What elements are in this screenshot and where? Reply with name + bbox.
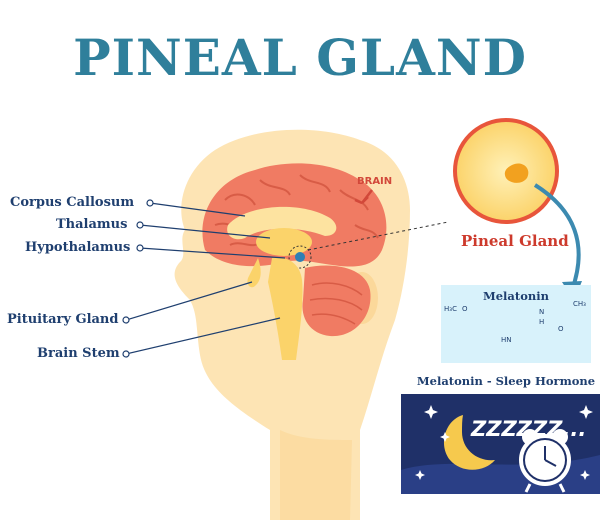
pineal-spot-ring — [288, 245, 312, 269]
label-brain-stem: Brain Stem — [37, 346, 120, 361]
atom-nh-amide: H — [539, 318, 545, 326]
pineal-gland-label: Pineal Gland — [461, 232, 569, 250]
moon-icon — [444, 415, 495, 470]
atom-carbonyl-o: O — [558, 325, 564, 333]
pineal-shape — [504, 163, 529, 183]
label-pituitary-gland: Pituitary Gland — [7, 312, 119, 327]
corpus-callosum — [227, 206, 337, 240]
melatonin-box: Melatonin H₃C O H N O CH₃ HN — [441, 285, 591, 363]
brain-arrow — [354, 189, 373, 205]
curved-arrow — [533, 183, 581, 291]
label-corpus-callosum: Corpus Callosum — [10, 195, 135, 210]
atom-methyl: H₃C — [444, 305, 457, 313]
label-hypothalamus: Hypothalamus — [25, 240, 131, 255]
label-thalamus: Thalamus — [56, 217, 128, 232]
leader-lines — [122, 199, 286, 358]
atom-methyl-2: CH₃ — [573, 300, 586, 308]
atom-hn-indole: HN — [501, 336, 512, 344]
neck-shadow — [280, 430, 352, 520]
atom-n-amide: N — [539, 308, 545, 316]
melatonin-title: Melatonin — [483, 289, 549, 303]
alarm-clock-icon — [519, 429, 571, 493]
cerebellum-folds — [309, 282, 363, 325]
thalamus — [256, 228, 312, 256]
brain-stem — [268, 257, 303, 360]
zzz-text: ZZZZZZ... — [471, 417, 587, 441]
page-title: PINEAL GLAND — [73, 28, 527, 87]
pineal-spot — [295, 252, 305, 262]
pituitary-gland — [247, 258, 261, 288]
star-icons — [415, 405, 593, 480]
sleep-hormone-title: Melatonin - Sleep Hormone — [416, 374, 596, 388]
atom-oxygen: O — [462, 305, 468, 313]
brain-label: BRAIN — [357, 176, 393, 187]
